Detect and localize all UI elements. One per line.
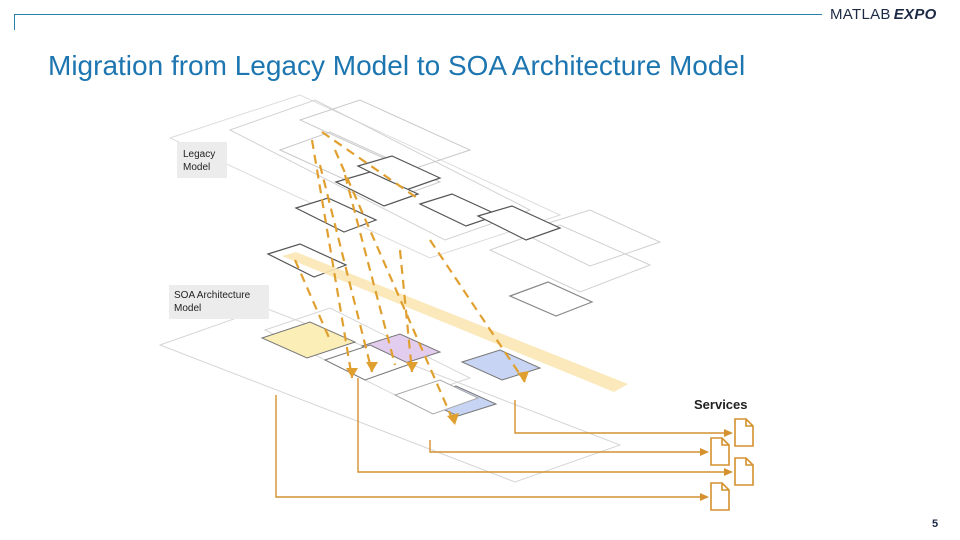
service-lines [275,378,727,498]
page-number: 5 [932,518,939,530]
document-icon [734,457,754,486]
header-rule [14,14,822,15]
slide-title: Migration from Legacy Model to SOA Archi… [48,50,746,81]
legacy-label-box [177,142,227,178]
lane-application-band [282,252,628,392]
document-icon [710,437,730,466]
migration-arrows [293,131,526,426]
document-icon [710,482,730,511]
header-rule-tick [14,14,15,30]
brand-expo: EXPO [893,6,937,23]
lane-sensing-block [260,321,357,359]
legacy-blocks [266,155,594,317]
service-doc-icons [710,418,754,511]
service-line-arrows [700,429,733,501]
soa-label-line1: SOA Architecture [174,290,251,301]
services-label: Services [694,397,748,412]
brand-main: MATLAB [830,6,891,23]
arrow-heads [346,362,529,425]
soa-label-line2: Model [174,303,201,314]
document-icon [734,418,754,447]
legacy-label-line1: Legacy [183,149,215,160]
legacy-label-line2: Model [183,162,210,173]
soa-label-box [169,285,269,319]
soa-model-plane [158,307,622,483]
